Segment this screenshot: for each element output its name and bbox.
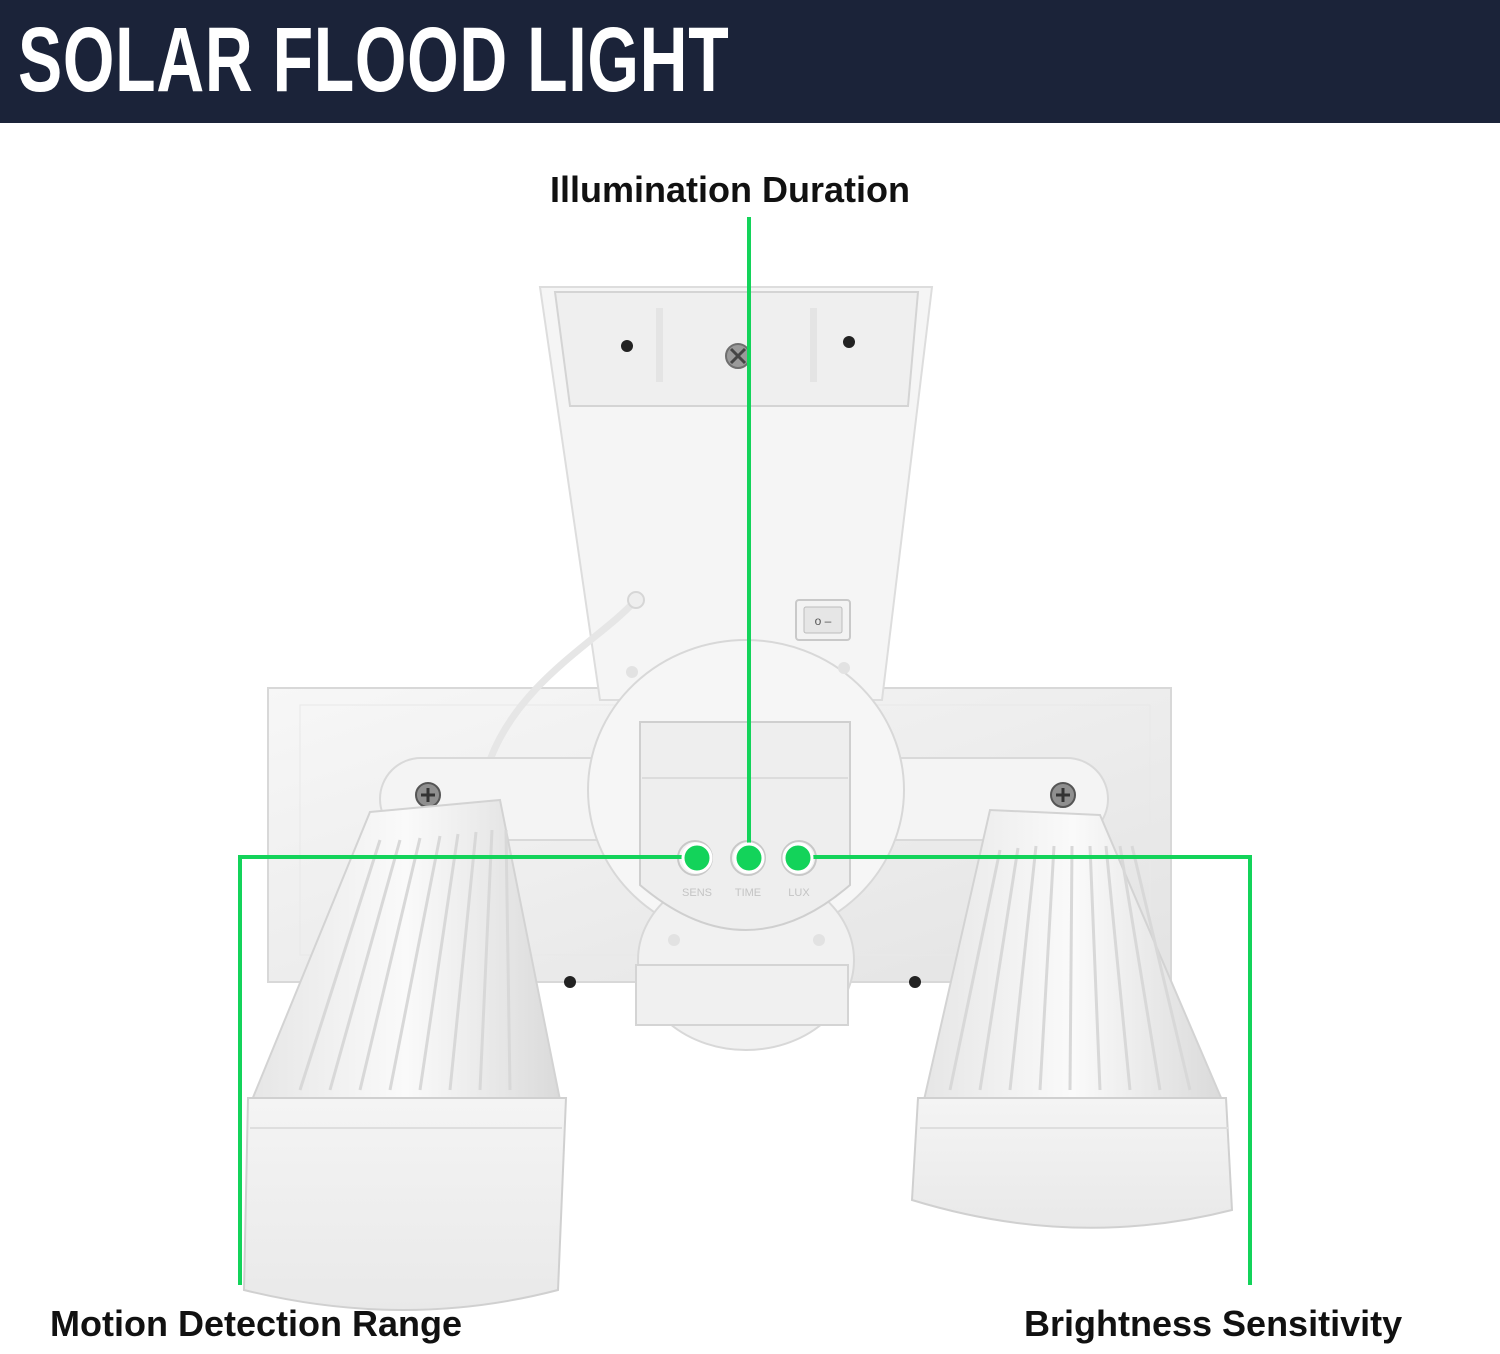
- right-lamp: [910, 808, 1234, 1229]
- brightness-sensitivity-label: Brightness Sensitivity: [1024, 1303, 1403, 1344]
- title-banner: SOLAR FLOOD LIGHT: [0, 0, 1500, 123]
- arm-screw-left: [415, 782, 441, 808]
- power-switch[interactable]: o –: [795, 599, 851, 641]
- illumination-duration-label: Illumination Duration: [550, 169, 910, 210]
- lux-dial-label: LUX: [788, 887, 810, 899]
- mount-screw: [725, 343, 751, 369]
- motion-sensor: [587, 639, 905, 1051]
- sens-marker: [681, 842, 713, 874]
- arm-screw-right: [1050, 782, 1076, 808]
- power-cable: [486, 596, 640, 764]
- left-lamp: [242, 798, 568, 1311]
- callout-line-right: [798, 855, 1252, 1285]
- callout-lines: [238, 217, 1252, 1285]
- lux-marker: [782, 842, 814, 874]
- switch-symbols: o –: [815, 614, 832, 628]
- motion-detection-range-label: Motion Detection Range: [50, 1303, 462, 1344]
- time-dial-label: TIME: [735, 887, 761, 899]
- time-marker: [733, 842, 765, 874]
- callout-markers: [681, 842, 814, 874]
- mount-hole-right: [843, 336, 855, 348]
- panel-screw-left: [564, 976, 576, 988]
- mount-hole-left: [621, 340, 633, 352]
- callout-line-left: [238, 855, 696, 1285]
- sens-dial-label: SENS: [682, 887, 712, 899]
- page-title: SOLAR FLOOD LIGHT: [18, 9, 730, 111]
- wall-mount: [538, 286, 934, 701]
- panel-screw-right: [909, 976, 921, 988]
